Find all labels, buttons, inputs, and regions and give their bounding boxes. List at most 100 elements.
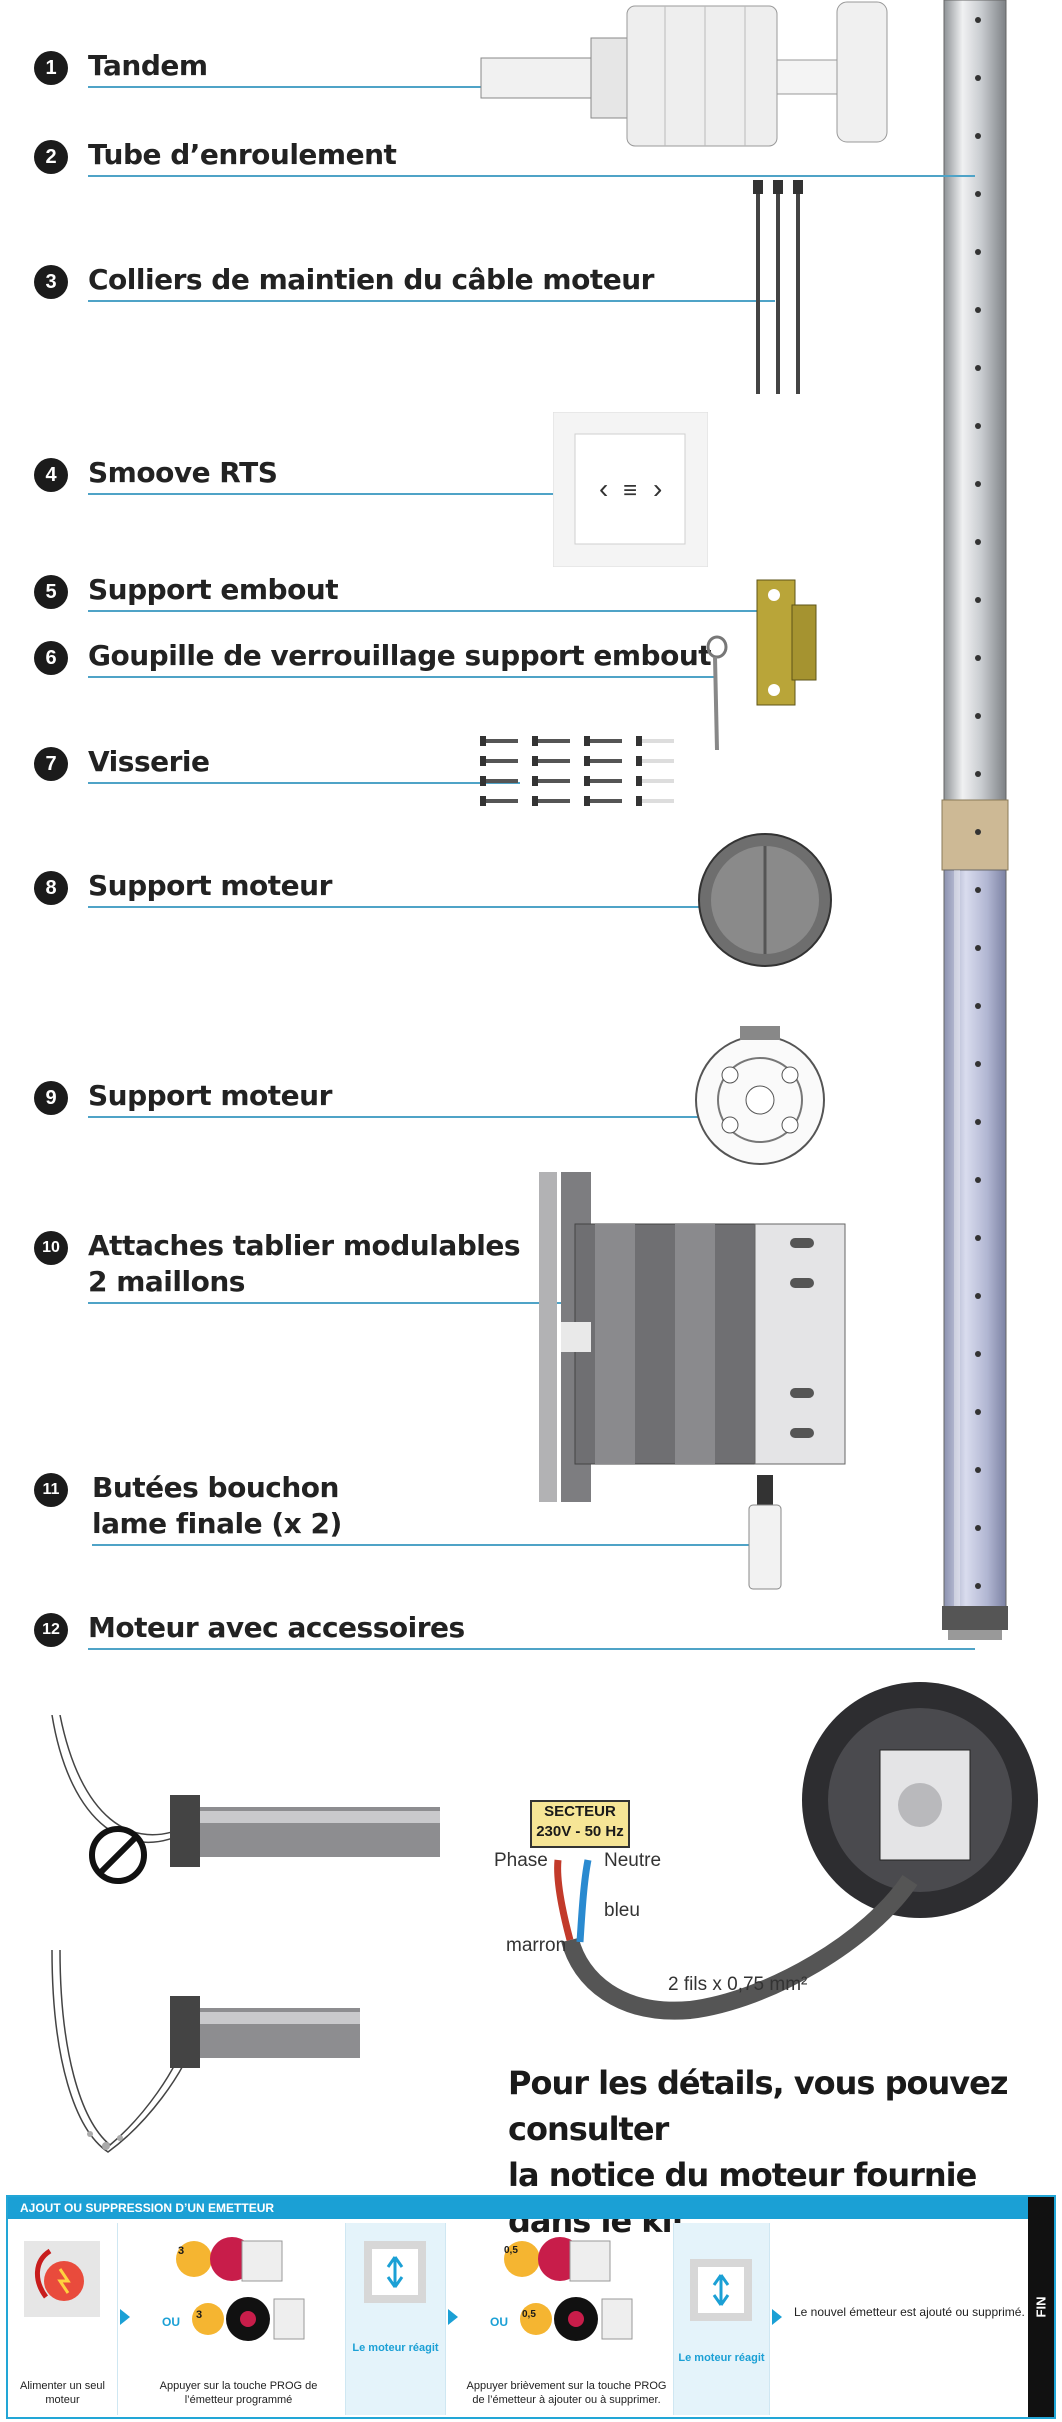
- timer-value-1: 3: [178, 2245, 185, 2257]
- step-3-caption: Le moteur réagit: [352, 2342, 439, 2354]
- step-4-caption: Appuyer brièvement sur la touche PROG de…: [466, 2380, 667, 2406]
- step-press-prog-new: OU 0,5 0,5 Appuyer brièvement sur la tou…: [460, 2223, 674, 2415]
- part-item-5: 5 Support embout: [0, 572, 1062, 632]
- part-number-badge: 9: [34, 1081, 68, 1115]
- motor-support-clip-illustration: [695, 1026, 825, 1165]
- mains-power-label: SECTEUR 230V - 50 Hz: [530, 1800, 630, 1848]
- tube-hole: [975, 597, 981, 603]
- timer-value-2: 0,5: [522, 2309, 536, 2320]
- leader-line: [88, 1648, 975, 1650]
- part-label: Attaches tablier modulables: [88, 1229, 521, 1262]
- arrow-right-icon: [448, 2309, 458, 2325]
- part-item-7: 7 Visserie: [0, 744, 1062, 804]
- or-label: OU: [490, 2315, 508, 2329]
- part-label: Tandem: [88, 49, 208, 82]
- leader-line: [88, 86, 555, 88]
- screw: [532, 776, 570, 786]
- tube-hole: [975, 829, 981, 835]
- step-power-motor: Alimenter un seul moteur: [8, 2223, 118, 2415]
- phase-label: Phase: [494, 1850, 548, 1871]
- leader-line: [88, 175, 975, 177]
- part-number-badge: 3: [34, 265, 68, 299]
- power-plug-icon: [24, 2241, 100, 2317]
- step-1-caption: Alimenter un seul moteur: [20, 2380, 105, 2406]
- step-6-caption: Le nouvel émetteur est ajouté ou supprim…: [794, 2305, 1025, 2319]
- leader-line: [88, 1302, 760, 1304]
- tube-hole: [975, 539, 981, 545]
- svg-text:≡: ≡: [623, 477, 637, 504]
- motor-reacts-icon: [690, 2259, 752, 2321]
- tube-hole: [975, 365, 981, 371]
- motor-support-illustration: [698, 833, 832, 967]
- part-number-badge: 12: [34, 1613, 68, 1647]
- step-2-caption: Appuyer sur la touche PROG de l’émetteur…: [159, 2380, 318, 2406]
- timer-motor-head-icon: [192, 2297, 305, 2341]
- step-5-caption: Le moteur réagit: [678, 2352, 765, 2364]
- tube-hole: [975, 1061, 981, 1067]
- timer-remote-icon: [504, 2237, 611, 2282]
- part-label: Support embout: [88, 573, 339, 606]
- part-label: Smoove RTS: [88, 456, 278, 489]
- step-press-prog-programmed: OU 3 3 Appuyer sur la touche PROG de l’é…: [132, 2223, 346, 2415]
- screw: [584, 776, 622, 786]
- screw: [636, 776, 674, 786]
- leader-line: [88, 493, 570, 495]
- part-label: Butées bouchon: [92, 1471, 339, 1504]
- part-number-badge: 8: [34, 871, 68, 905]
- timer-motor-head-icon: [520, 2297, 633, 2341]
- screw: [532, 756, 570, 766]
- screw: [480, 736, 518, 746]
- part-label: Goupille de verrouillage support embout: [88, 639, 712, 672]
- panel-header: AJOUT OU SUPPRESSION D’UN EMETTEUR: [8, 2197, 1028, 2219]
- part-number-badge: 7: [34, 747, 68, 781]
- tube-hole: [975, 1583, 981, 1589]
- tube-hole: [975, 1525, 981, 1531]
- tube-hole: [975, 1351, 981, 1357]
- tube-hole: [975, 307, 981, 313]
- winding-tube-illustration: [941, 0, 1009, 1640]
- screw: [584, 756, 622, 766]
- blue-wire-label: bleu: [604, 1900, 640, 1921]
- end-label: FIN: [1033, 2296, 1049, 2318]
- part-label: Visserie: [88, 745, 210, 778]
- tube-hole: [975, 75, 981, 81]
- part-number-badge: 5: [34, 575, 68, 609]
- leader-line: [88, 300, 775, 302]
- part-label-line-2: lame finale (x 2): [92, 1507, 342, 1540]
- tube-hole: [975, 945, 981, 951]
- part-number-badge: 10: [34, 1231, 68, 1265]
- timer-value-1: 0,5: [504, 2245, 518, 2256]
- svg-text:›: ›: [653, 473, 662, 504]
- timer-remote-icon: [176, 2237, 283, 2282]
- part-item-4: 4 Smoove RTS: [0, 455, 1062, 515]
- tube-hole: [975, 771, 981, 777]
- part-label: Support moteur: [88, 869, 332, 902]
- end-cap-support-illustration: [756, 579, 817, 706]
- part-label: Tube d’enroulement: [88, 138, 397, 171]
- motor-reacts-icon: [364, 2241, 426, 2303]
- part-number-badge: 4: [34, 458, 68, 492]
- part-item-8: 8 Support moteur: [0, 868, 1062, 928]
- arrow-right-icon: [120, 2309, 130, 2325]
- smoove-rts-switch-illustration: ‹ ≡ ›: [553, 412, 708, 567]
- part-label-line-2: 2 maillons: [88, 1265, 245, 1298]
- end-marker: FIN: [1028, 2197, 1054, 2417]
- tube-hole: [975, 1409, 981, 1415]
- add-remove-transmitter-panel: AJOUT OU SUPPRESSION D’UN EMETTEUR FIN A…: [6, 2195, 1056, 2419]
- tube-hole: [975, 1293, 981, 1299]
- brown-wire-label: marron: [506, 1935, 567, 1956]
- tube-hole: [975, 423, 981, 429]
- part-number-badge: 6: [34, 641, 68, 675]
- tube-hole: [975, 191, 981, 197]
- end-stop-cap-illustration: [748, 1475, 782, 1590]
- svg-text:‹: ‹: [599, 473, 608, 504]
- part-label: Support moteur: [88, 1079, 332, 1112]
- screw: [636, 736, 674, 746]
- screw: [584, 736, 622, 746]
- leader-line: [88, 1116, 730, 1118]
- cable-no-drip-loop-illustration: [51, 1715, 440, 1884]
- leader-line: [88, 906, 745, 908]
- notice-line-1: Pour les détails, vous pouvez consulter: [508, 2064, 1008, 2148]
